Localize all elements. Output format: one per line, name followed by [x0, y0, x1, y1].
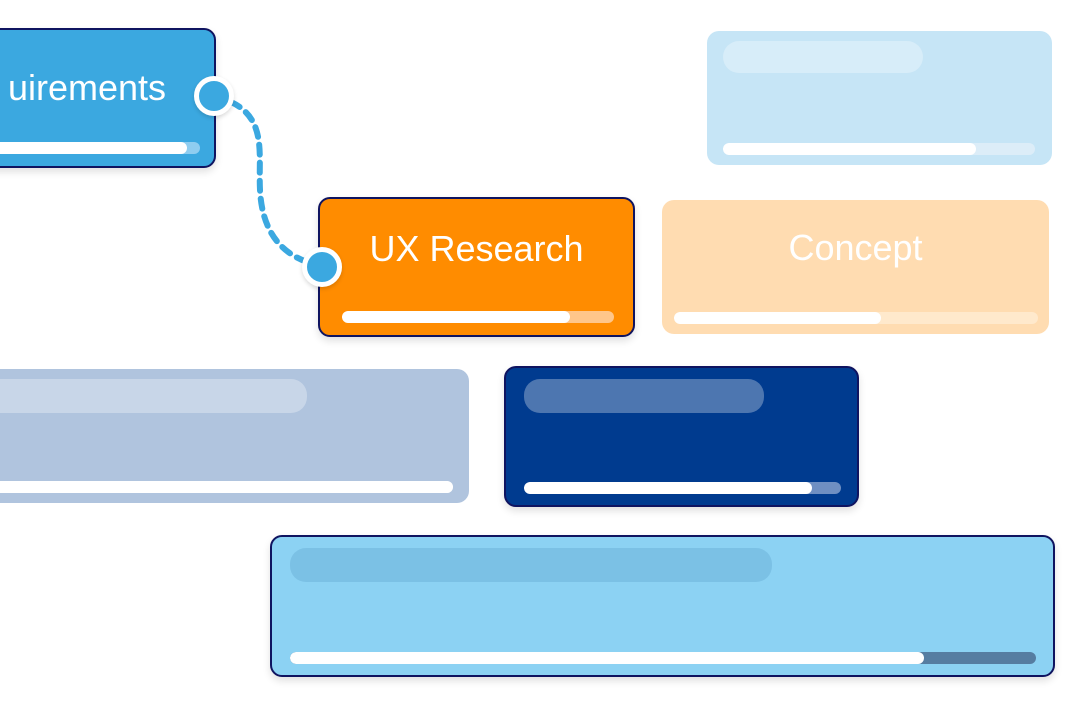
task-bar-concept[interactable]: Concept: [662, 200, 1049, 334]
task-label-placeholder: [0, 379, 307, 413]
task-progress-track: [723, 143, 1035, 155]
task-progress-fill: [342, 311, 571, 323]
link-handle-icon[interactable]: [194, 76, 234, 116]
task-bar-placeholder-middle-center[interactable]: [504, 366, 859, 507]
task-label-placeholder: [290, 548, 772, 582]
task-progress-fill: [0, 142, 187, 154]
task-progress-fill: [0, 481, 453, 493]
task-progress-track: [524, 482, 841, 494]
task-label: uirements: [7, 67, 166, 108]
task-label: UX Research: [369, 228, 584, 269]
task-label: Concept: [788, 227, 923, 268]
task-bar-placeholder-middle-left[interactable]: [0, 369, 469, 503]
task-progress-track: [674, 312, 1038, 324]
task-label-placeholder: [723, 41, 923, 73]
task-bar-ux-research[interactable]: UX Research: [318, 197, 635, 337]
task-progress-fill: [723, 143, 976, 155]
task-bar-placeholder-bottom[interactable]: [270, 535, 1055, 677]
task-progress-fill: [524, 482, 813, 494]
task-progress-track: [290, 652, 1036, 664]
dependency-connector: [211, 93, 325, 269]
task-progress-fill: [290, 652, 925, 664]
link-handle-icon[interactable]: [302, 247, 342, 287]
task-progress-track: [0, 142, 200, 154]
task-progress-track: [0, 481, 453, 493]
task-bar-placeholder-top-right[interactable]: [707, 31, 1052, 165]
task-label-placeholder: [524, 379, 764, 413]
task-bar-requirements[interactable]: uirements: [0, 28, 216, 168]
task-progress-track: [342, 311, 614, 323]
task-progress-fill: [674, 312, 882, 324]
